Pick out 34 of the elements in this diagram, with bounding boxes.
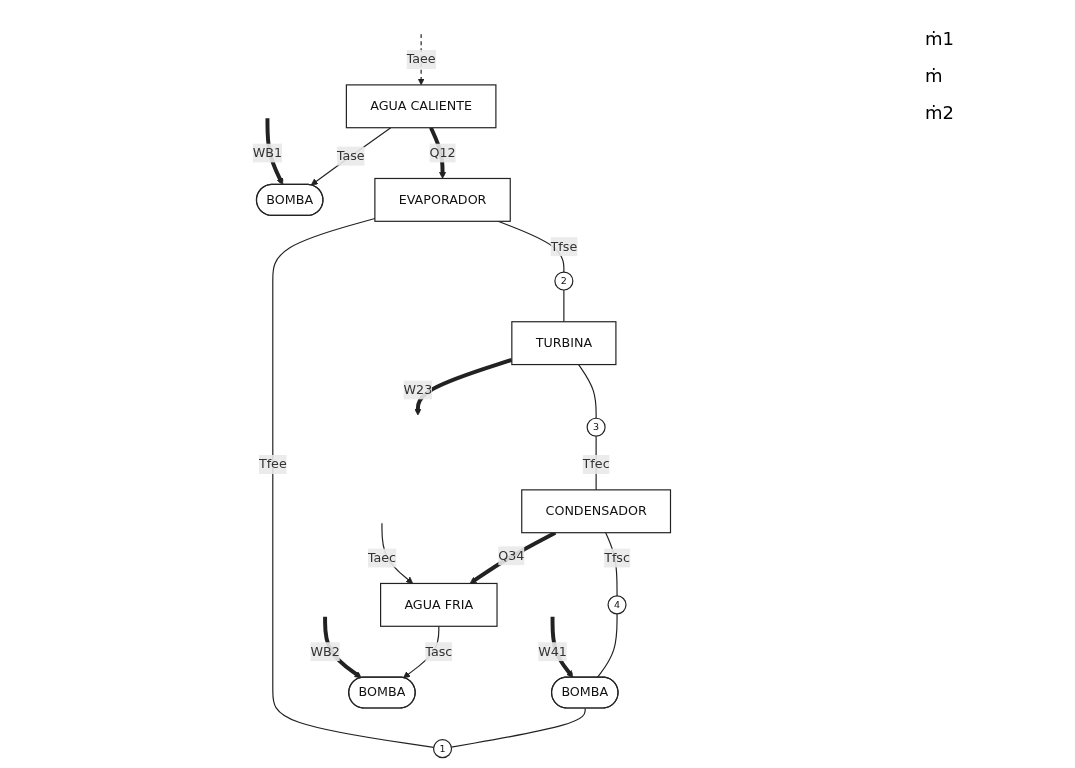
edge-label: Tfec [583, 456, 611, 472]
arrow [311, 127, 392, 186]
edge-label: Taec [368, 550, 397, 566]
edge-label: Q34 [498, 547, 525, 563]
connector [597, 613, 619, 679]
edge-label: Tfse [550, 238, 578, 254]
node-box: EVAPORADOR [374, 177, 512, 222]
node-box: CONDENSADOR [521, 489, 672, 534]
node-circle: 3 [586, 417, 607, 437]
flow-rate-label: ṁ [925, 65, 943, 86]
node-circle: 1 [433, 739, 453, 759]
edge-label: Tfsc [604, 550, 631, 566]
node-circle: 4 [607, 595, 627, 615]
edge-label: Tfee [259, 456, 288, 472]
edge-label: W23 [403, 382, 433, 398]
connector [272, 217, 435, 748]
connector [578, 363, 598, 419]
node-box: AGUA CALIENTE [346, 84, 497, 129]
connector [451, 707, 587, 748]
edge-label: Taee [407, 51, 437, 67]
edge-label: Tase [337, 148, 366, 164]
flow-rate-label: ṁ2 [925, 102, 954, 123]
node-circle: 2 [554, 271, 574, 291]
edge-label: Tasc [425, 643, 453, 659]
arrow [414, 357, 513, 416]
flow-rate-label: ṁ1 [925, 28, 954, 49]
connector [563, 289, 565, 323]
arrow [418, 33, 426, 86]
node-box: TURBINA [511, 321, 617, 366]
node-box: AGUA FRIA [380, 582, 499, 627]
edge-label: W41 [538, 643, 568, 659]
edge-label: WB1 [253, 145, 283, 161]
edge-label: Q12 [429, 145, 457, 161]
edge-label: WB2 [310, 643, 341, 659]
